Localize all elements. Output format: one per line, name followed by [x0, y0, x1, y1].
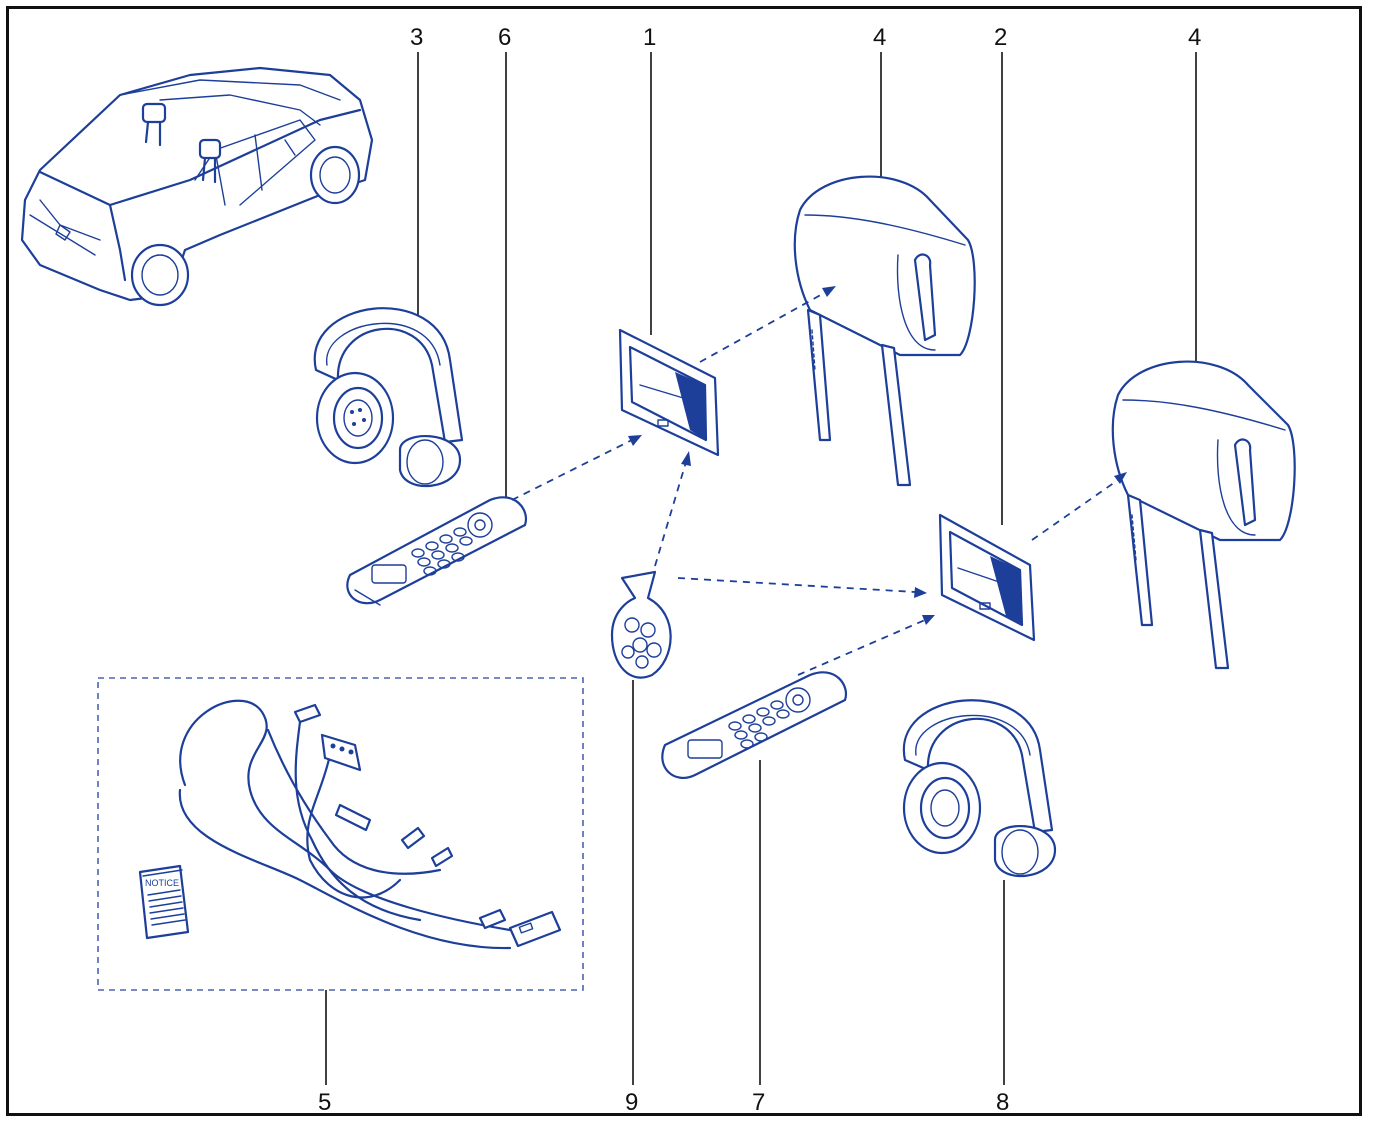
callout-9: 9 — [625, 1089, 638, 1116]
callout-4-right: 4 — [1188, 24, 1201, 51]
headphones-left — [313, 307, 464, 488]
vehicle-illustration — [20, 66, 374, 307]
leader-lines — [325, 52, 1197, 1085]
headrest-left — [793, 175, 976, 487]
headphones-right — [902, 699, 1057, 878]
remote-control-left — [346, 496, 528, 606]
fastener-bag — [610, 570, 672, 679]
headrest-right — [1111, 360, 1296, 670]
screen-monitor-2 — [938, 513, 1036, 642]
remote-control-right — [661, 671, 848, 779]
callout-4-left: 4 — [873, 24, 886, 51]
screen-monitor-1 — [618, 328, 720, 457]
callout-6: 6 — [498, 24, 511, 51]
callout-7: 7 — [752, 1089, 765, 1116]
notice-label: NOTICE — [145, 878, 179, 888]
cable-kit: NOTICE — [97, 677, 584, 991]
callout-1: 1 — [643, 24, 656, 51]
callout-8: 8 — [996, 1089, 1009, 1116]
callout-3: 3 — [410, 24, 423, 51]
callout-5: 5 — [318, 1089, 331, 1116]
callout-2: 2 — [994, 24, 1007, 51]
notice-booklet: NOTICE — [138, 864, 190, 940]
assembly-arrows — [511, 286, 1127, 676]
